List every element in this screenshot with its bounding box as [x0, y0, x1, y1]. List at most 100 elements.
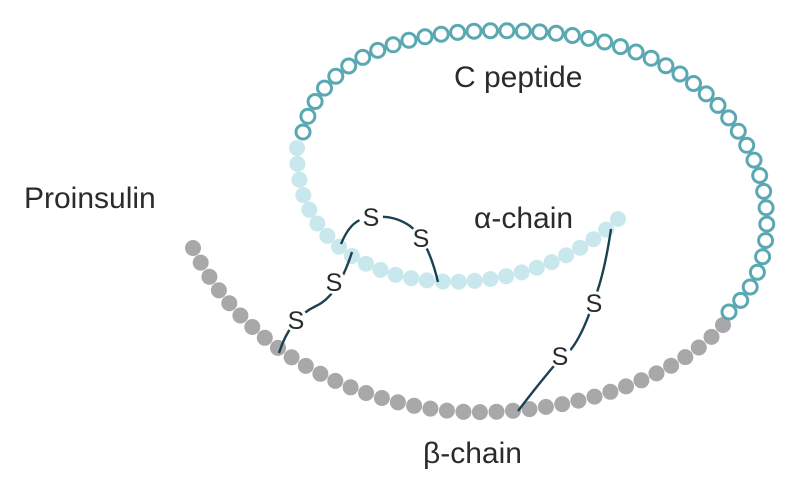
c-peptide-bead [580, 29, 598, 47]
beta-bead [488, 403, 505, 420]
proinsulin-label: Proinsulin [24, 182, 156, 215]
c-peptide-chain [294, 22, 776, 321]
c-peptide-bead [432, 25, 450, 43]
beta-bead [521, 401, 538, 418]
alpha-bead [331, 238, 347, 255]
alpha-bead [289, 155, 306, 172]
alpha-bead [466, 272, 483, 289]
c-peptide-bead [657, 57, 675, 75]
c-peptide-bead [514, 22, 532, 40]
sulfur-label-1: S [359, 204, 383, 232]
beta-bead [422, 400, 439, 417]
disulfide-bond-intra-alpha [339, 215, 440, 283]
c-peptide-bead [354, 48, 372, 66]
alpha-bead [558, 247, 575, 264]
c-peptide-bead [449, 23, 467, 41]
alpha-bead [403, 270, 420, 287]
c-peptide-bead [755, 182, 773, 200]
beta-chain-label: β-chain [423, 437, 522, 470]
c-peptide-bead [697, 85, 715, 103]
beta-bead [570, 392, 587, 409]
svg-text:S: S [552, 343, 569, 371]
c-peptide-bead [465, 22, 483, 40]
alpha-bead [482, 271, 499, 287]
c-peptide-bead [685, 75, 702, 92]
alpha-bead [418, 272, 435, 289]
alpha-bead [289, 140, 305, 156]
beta-bead [677, 349, 694, 366]
beta-bead [663, 357, 680, 374]
beta-bead [244, 319, 261, 335]
c-peptide-bead [306, 93, 324, 110]
alpha-bead [585, 231, 602, 248]
alpha-bead [434, 273, 451, 290]
c-peptide-bead [720, 303, 738, 321]
alpha-chain-label: α-chain [474, 202, 573, 235]
alpha-bead [295, 187, 312, 204]
beta-bead [438, 402, 455, 419]
beta-bead [297, 357, 314, 374]
c-peptide-bead [316, 79, 333, 97]
c-peptide-label: C peptide [454, 61, 582, 94]
svg-text:S: S [586, 290, 603, 318]
svg-text:S: S [363, 204, 380, 232]
alpha-bead [498, 268, 515, 285]
c-peptide-bead [738, 136, 756, 154]
alpha-bead [301, 201, 318, 218]
beta-bead [312, 365, 329, 382]
beta-bead [389, 394, 406, 411]
beta-bead [703, 328, 720, 345]
alpha-bead [357, 255, 374, 272]
beta-bead [327, 372, 344, 389]
sulfur-label-5: S [582, 290, 606, 318]
alpha-bead [291, 171, 308, 188]
beta-bead [221, 295, 238, 312]
alpha-bead [450, 273, 467, 290]
c-peptide-bead [741, 278, 759, 296]
beta-bead [232, 307, 249, 324]
c-peptide-bead [384, 36, 402, 54]
c-peptide-bead [745, 151, 763, 169]
beta-bead [342, 379, 359, 396]
beta-bead [602, 383, 619, 400]
c-peptide-bead [596, 33, 614, 51]
alpha-bead [372, 261, 389, 278]
beta-bead [210, 282, 227, 299]
beta-bead [690, 339, 707, 356]
beta-bead [455, 403, 472, 420]
beta-bead [373, 390, 390, 406]
c-peptide-bead [416, 28, 434, 46]
sulfur-label-4: S [284, 307, 308, 335]
beta-bead [192, 254, 209, 271]
c-peptide-bead [327, 67, 345, 85]
alpha-chain [289, 140, 626, 290]
alpha-bead [309, 215, 326, 232]
c-peptide-bead [757, 232, 775, 249]
alpha-bead [528, 259, 545, 276]
disulfide-bond-alpha-beta-2 [517, 228, 613, 412]
c-peptide-bead [709, 96, 727, 114]
c-peptide-bead [498, 22, 516, 40]
c-peptide-bead [754, 248, 772, 266]
c-peptide-bead [612, 38, 629, 56]
svg-text:S: S [413, 225, 430, 253]
beta-bead [201, 268, 218, 285]
c-peptide-bead [671, 65, 689, 83]
beta-bead [505, 402, 521, 419]
disulfide-bond-alpha-beta-1 [277, 251, 354, 354]
alpha-bead [319, 227, 336, 244]
beta-bead [185, 240, 201, 256]
svg-text:S: S [288, 307, 305, 335]
c-peptide-bead [720, 109, 738, 127]
alpha-bead [610, 211, 626, 227]
c-peptide-bead [642, 49, 660, 67]
beta-bead [554, 396, 571, 413]
beta-bead [283, 349, 300, 366]
sulfur-label-3: S [322, 269, 346, 297]
beta-bead [618, 378, 634, 395]
c-peptide-bead [400, 31, 418, 49]
alpha-bead [543, 254, 560, 271]
svg-text:S: S [326, 269, 343, 297]
alpha-bead [513, 264, 530, 281]
